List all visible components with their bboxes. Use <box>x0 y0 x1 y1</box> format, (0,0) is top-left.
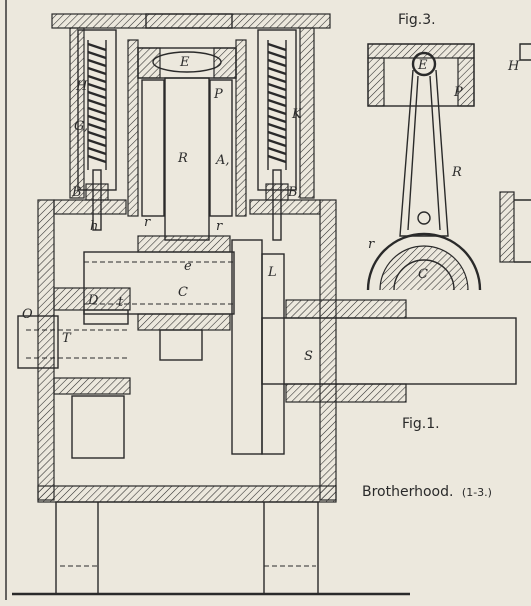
crank-web <box>231 239 263 455</box>
fig3-big-end <box>366 232 482 291</box>
label-a1: A, <box>215 153 230 168</box>
label-r: R <box>177 151 188 166</box>
label-o: O <box>22 307 33 322</box>
main-shaft-s <box>261 317 517 385</box>
cylinder-wall-right <box>235 39 247 217</box>
label-r-left: r <box>144 215 151 230</box>
big-end-cap-top <box>137 235 231 253</box>
label-t-small: t <box>118 295 124 310</box>
fig3-connecting-rod <box>366 43 482 291</box>
fig3-label-p: P <box>453 85 463 100</box>
shaft-housing-bottom <box>285 383 407 403</box>
label-p: P <box>213 87 223 102</box>
label-c: C <box>178 285 188 300</box>
credit-text: Brotherhood. (1-3.) <box>362 484 492 500</box>
big-end-cap-bottom <box>137 313 231 331</box>
fragment-label-h: H <box>507 59 520 74</box>
crankcase-left-wall <box>37 199 55 501</box>
crankcase-right-wall <box>319 199 337 501</box>
label-b: B <box>71 185 82 200</box>
fig3-pin <box>411 51 437 77</box>
label-d: D <box>87 293 99 308</box>
label-l: L <box>267 265 277 280</box>
gudgeon-pin <box>152 51 222 73</box>
fig3-label-r-small: r <box>368 237 375 252</box>
label-s: S <box>304 349 313 364</box>
lower-frame <box>55 501 319 595</box>
credit-name: Brotherhood. <box>362 484 453 500</box>
crankcase-base <box>37 485 337 503</box>
fig3-label-e: E <box>417 58 428 73</box>
label-t: T <box>62 331 72 346</box>
fig3-caption: Fig.3. <box>398 12 436 28</box>
adjacent-figure-fragment <box>499 43 531 263</box>
fig3-label-c: C <box>418 267 428 282</box>
label-k: K <box>291 107 303 122</box>
label-g1: G, <box>74 119 88 134</box>
shaft-housing-top <box>285 299 407 319</box>
credit-ref: (1-3.) <box>462 486 492 499</box>
label-e: E <box>179 55 190 70</box>
fig3-rod-shank <box>399 69 449 237</box>
label-h: H <box>75 79 88 94</box>
cylinder-wall-left <box>127 39 139 217</box>
left-spring <box>87 40 107 170</box>
label-b1: B, <box>287 185 302 200</box>
left-casing-wall <box>69 27 85 199</box>
label-e-small: e <box>184 259 192 274</box>
fig3-label-r: R <box>451 165 462 180</box>
fig1-caption: Fig.1. <box>402 416 440 432</box>
label-r-right: r <box>216 219 223 234</box>
tappet-shaft-end <box>17 315 59 369</box>
fig1-cylinder-section <box>17 13 517 595</box>
label-h-small: h <box>90 219 98 234</box>
top-cover <box>51 13 331 29</box>
right-casing-wall <box>299 27 315 199</box>
right-spring <box>267 40 287 170</box>
